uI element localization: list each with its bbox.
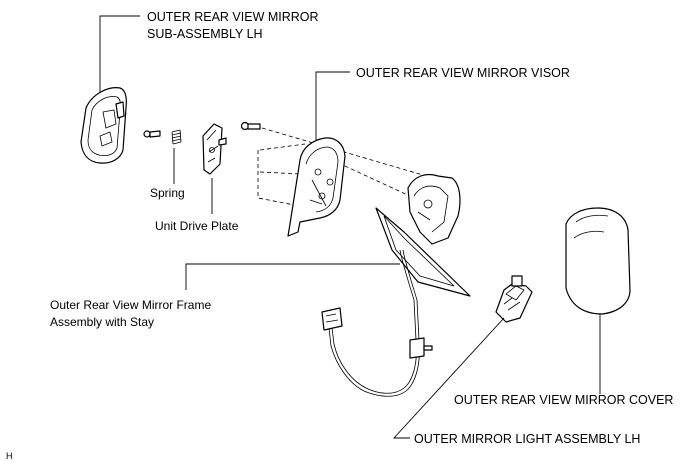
label-frame-line1: Outer Rear View Mirror Frame [50, 298, 211, 312]
label-mirror-subassembly-line2: SUB-ASSEMBLY LH [147, 27, 263, 41]
unit-drive-plate-part [202, 123, 227, 175]
frame-assembly-part [321, 173, 471, 397]
label-spring: Spring [150, 186, 185, 200]
label-unit-drive-plate: Unit Drive Plate [155, 219, 239, 233]
mirror-light-part [495, 275, 533, 323]
label-mirror-subassembly-line1: OUTER REAR VIEW MIRROR [147, 10, 319, 24]
corner-code: H [6, 451, 13, 461]
label-visor: OUTER REAR VIEW MIRROR VISOR [356, 66, 570, 80]
leader-lines [99, 15, 601, 439]
mirror-cover-part [565, 207, 631, 315]
label-cover: OUTER REAR VIEW MIRROR COVER [454, 393, 673, 407]
visor-screw-part [240, 121, 261, 131]
spring-part [171, 129, 182, 145]
mirror-subassembly-part [80, 87, 127, 164]
label-light: OUTER MIRROR LIGHT ASSEMBLY LH [414, 432, 640, 446]
screw-part [143, 130, 161, 138]
visor-part [287, 137, 346, 237]
label-frame-line2: Assembly with Stay [50, 315, 154, 329]
